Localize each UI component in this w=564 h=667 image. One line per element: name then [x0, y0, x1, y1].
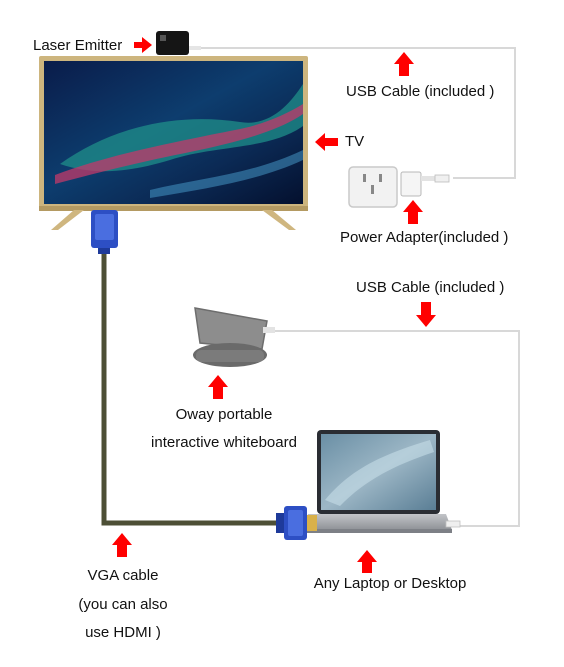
arrow-to-vga-cable	[112, 533, 132, 557]
vga-connector-laptop-icon	[276, 506, 317, 540]
laser-emitter-icon	[156, 31, 201, 55]
whiteboard-label-line1: Oway portable	[175, 406, 273, 423]
whiteboard-label-line2: interactive whiteboard	[151, 434, 297, 451]
arrow-to-tv	[315, 133, 338, 151]
wall-socket-icon	[348, 166, 398, 208]
usb-cable-top-label: USB Cable (included )	[346, 83, 495, 100]
vga-cable	[101, 248, 282, 526]
vga-label-line3: use HDMI )	[85, 624, 161, 641]
arrow-to-power-adapter	[403, 200, 423, 224]
tv-icon	[39, 56, 308, 230]
arrow-to-whiteboard	[208, 375, 228, 399]
arrow-to-usb-cable-top	[394, 52, 414, 76]
usb-cable-mid-label: USB Cable (included )	[356, 279, 505, 296]
power-adapter-icon	[400, 171, 450, 197]
laser-emitter-label: Laser Emitter	[33, 37, 123, 54]
arrow-to-laptop	[357, 550, 377, 573]
laptop-label: Any Laptop or Desktop	[313, 575, 467, 592]
tv-label: TV	[345, 133, 365, 150]
laptop-icon	[302, 430, 461, 533]
vga-label-line1: VGA cable	[87, 567, 159, 584]
whiteboard-device-icon	[193, 307, 275, 367]
power-adapter-label: Power Adapter(included )	[340, 229, 509, 246]
arrow-to-laser-emitter	[134, 37, 152, 53]
usb-cable-top	[188, 47, 516, 179]
vga-connector-icon	[91, 210, 118, 254]
vga-label-line2: (you can also	[78, 596, 168, 613]
arrow-to-usb-cable-mid	[416, 302, 436, 327]
usb-cable-mid	[270, 330, 520, 527]
